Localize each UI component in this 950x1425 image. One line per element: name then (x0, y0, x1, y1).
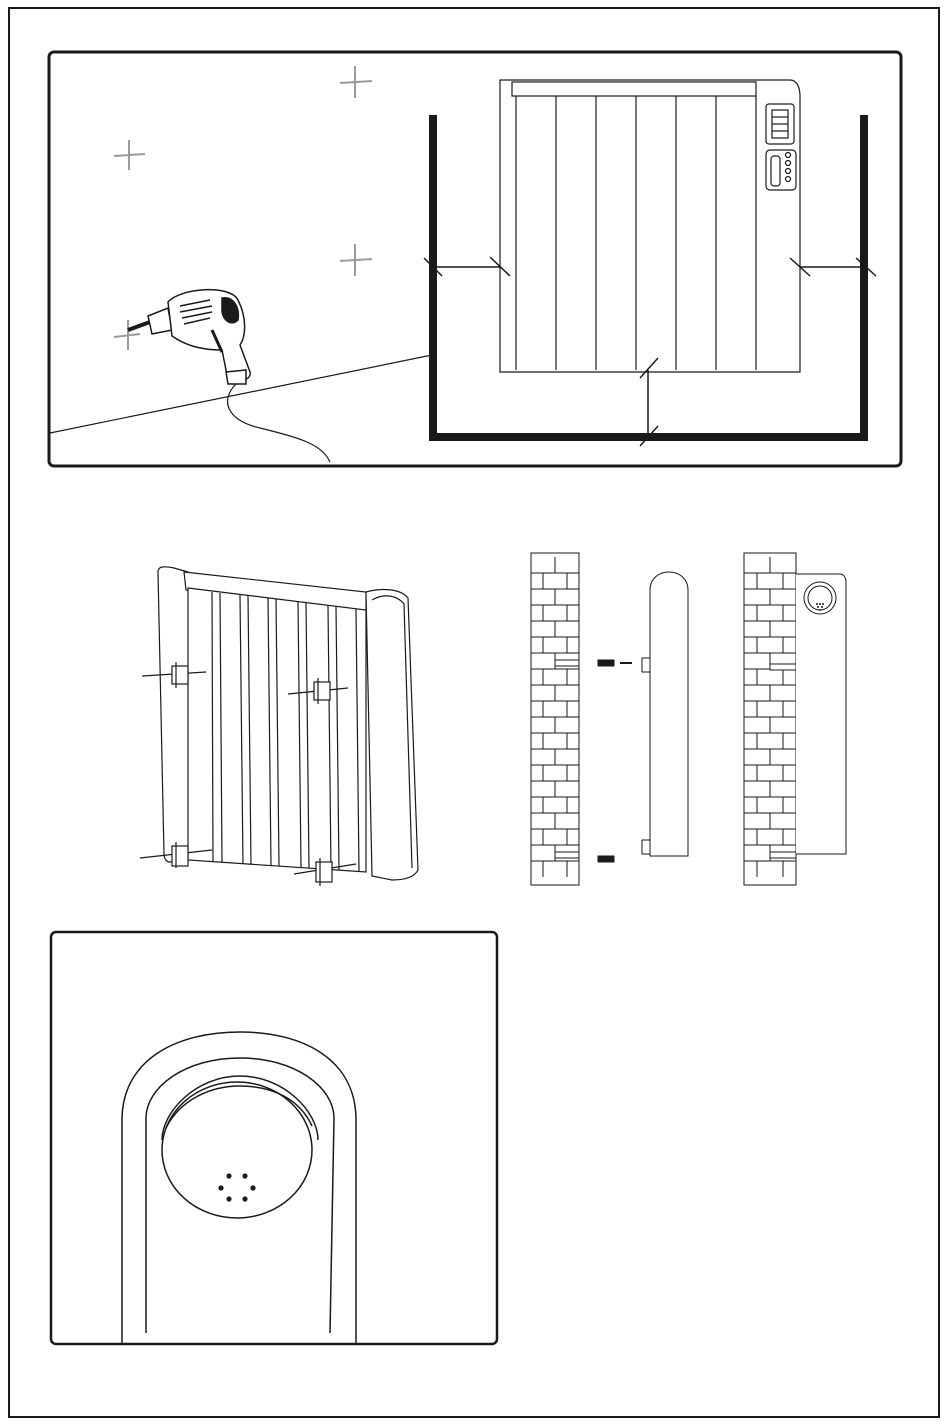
wall-mark-icon (114, 140, 145, 170)
radiator-end-cap-icon (122, 1032, 356, 1343)
figure-bracket-mounting (140, 567, 418, 886)
figure-side-detail (51, 932, 497, 1344)
screw-icon (598, 856, 614, 862)
screw-icon (598, 660, 632, 666)
radiator-side-icon (796, 574, 846, 854)
wall-mark-icon (114, 320, 140, 350)
figure-wall-clearance (49, 52, 901, 466)
brick-wall-icon (531, 553, 579, 885)
wall-mark-icon (340, 66, 372, 98)
radiator-side-icon (642, 572, 688, 856)
radiator-perspective-icon (158, 567, 418, 880)
figure-side-mounting (531, 553, 846, 885)
brick-wall-icon (744, 553, 796, 885)
wall-mark-icon (340, 244, 372, 276)
radiator-icon (500, 80, 800, 372)
drill-icon (128, 290, 330, 462)
